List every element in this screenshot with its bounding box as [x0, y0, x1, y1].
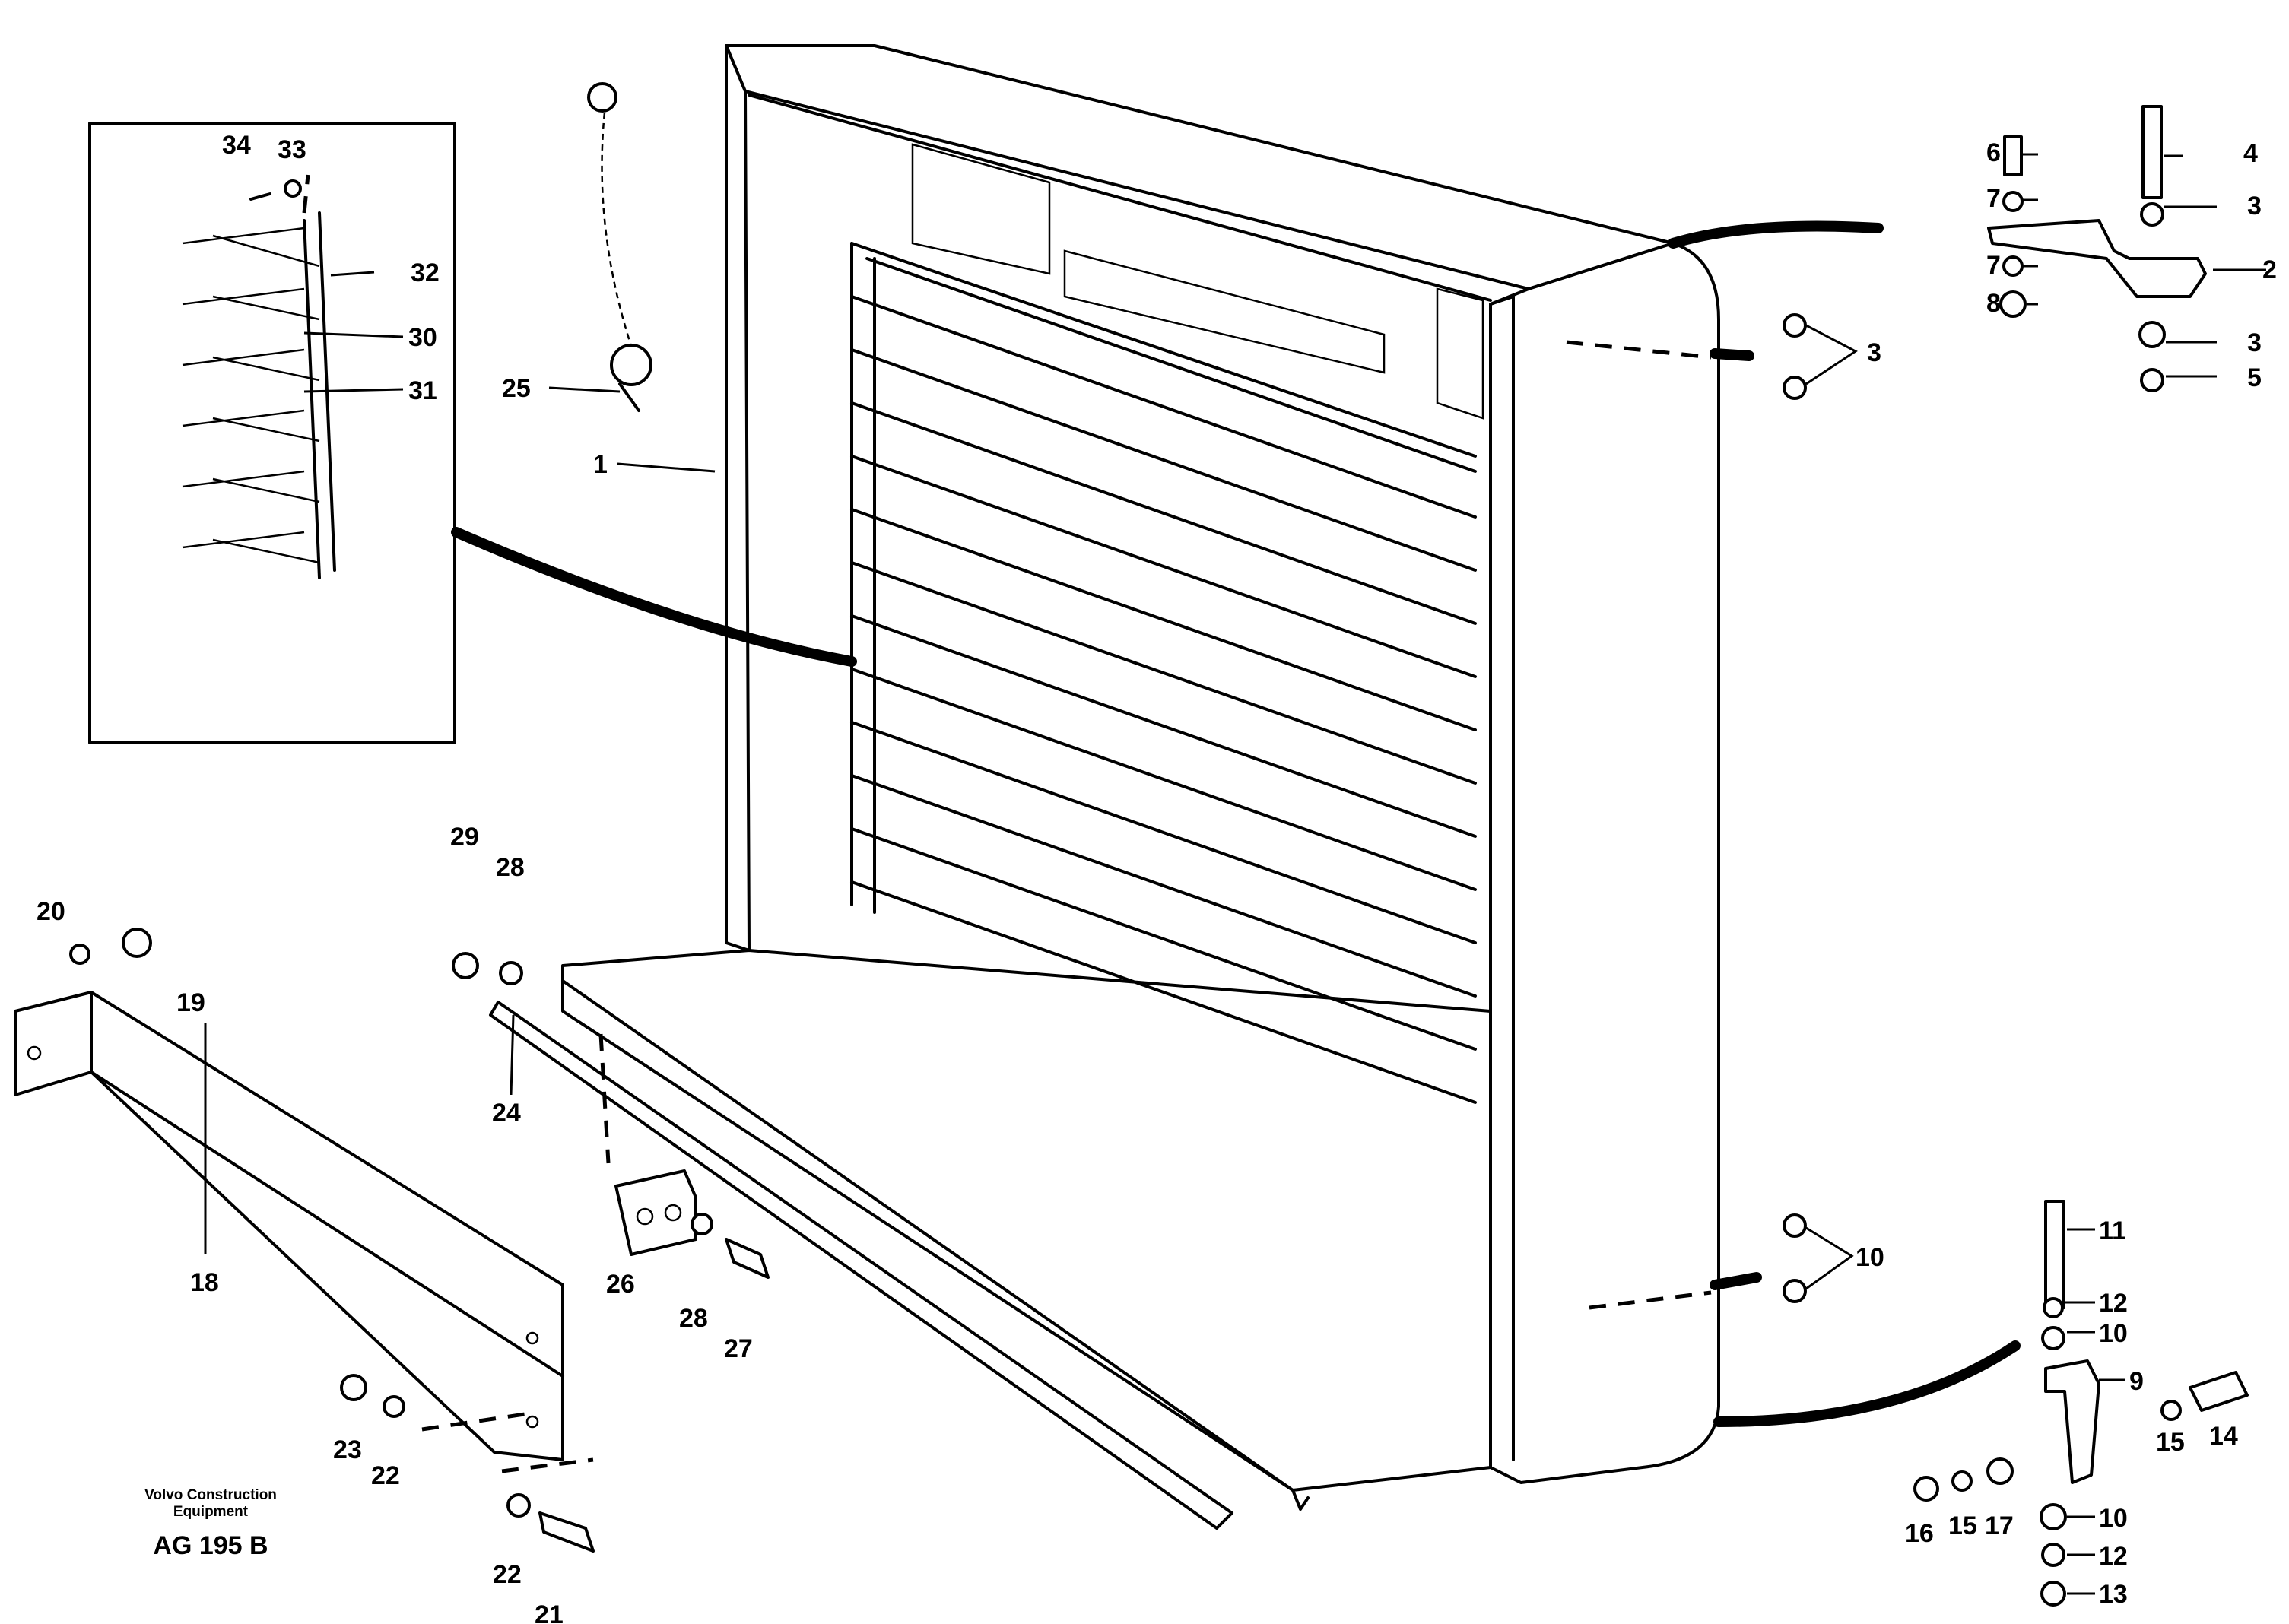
callout-12: 12	[2099, 1542, 2128, 1571]
callout-30: 30	[408, 323, 437, 352]
caption-company-sub: Equipment	[173, 1504, 249, 1520]
callout-18: 18	[190, 1268, 219, 1297]
callout-4: 4	[2243, 139, 2258, 168]
callout-24: 24	[492, 1099, 521, 1128]
callout-28: 28	[496, 853, 525, 882]
callout-9: 9	[2129, 1367, 2144, 1396]
caption: Volvo Construction Equipment AG 195 B	[144, 1487, 277, 1560]
callout-27: 27	[724, 1334, 753, 1363]
pin-and-chain	[587, 82, 652, 412]
callout-32: 32	[411, 259, 440, 287]
callout-8: 8	[1986, 289, 2001, 318]
callout-25: 25	[502, 374, 531, 403]
callout-22: 22	[371, 1461, 400, 1490]
callout-33: 33	[278, 135, 306, 164]
inset-detail	[88, 122, 857, 744]
callout-11: 11	[2099, 1216, 2126, 1245]
callout-3: 3	[2247, 192, 2262, 220]
callout-3: 3	[1867, 338, 1881, 367]
callout-7: 7	[1986, 251, 2001, 280]
callout-12: 12	[2099, 1289, 2128, 1318]
callout-15: 15	[2156, 1428, 2185, 1457]
callout-1: 1	[593, 450, 608, 479]
callout-19: 19	[176, 988, 205, 1017]
callout-6: 6	[1986, 138, 2001, 167]
callout-15: 15	[1948, 1511, 1977, 1540]
callout-13: 13	[2099, 1580, 2128, 1609]
callout-5: 5	[2247, 363, 2262, 392]
block	[598, 1033, 697, 1256]
callout-2: 2	[2262, 255, 2277, 284]
callout-17: 17	[1985, 1511, 2014, 1540]
callout-34: 34	[222, 131, 251, 160]
callout-26: 26	[606, 1270, 635, 1299]
callout-28: 28	[679, 1304, 708, 1333]
grille-housing	[561, 44, 2021, 1511]
callout-31: 31	[408, 376, 437, 405]
callouts: 1 2 3 3 3 4 5 6 7 7 8 9 10 10 10 11 12 1…	[37, 131, 2277, 1624]
callout-14: 14	[2209, 1422, 2238, 1451]
callout-23: 23	[333, 1435, 362, 1464]
callout-7: 7	[1986, 184, 2001, 213]
callout-10: 10	[1856, 1243, 1884, 1272]
callout-21: 21	[535, 1600, 564, 1624]
callout-10: 10	[2099, 1504, 2128, 1533]
callout-29: 29	[450, 823, 479, 852]
rod	[489, 1001, 1233, 1530]
callout-16: 16	[1905, 1519, 1934, 1548]
leader-lines	[204, 153, 2266, 1595]
caption-company: Volvo Construction	[144, 1487, 277, 1503]
louvres	[850, 242, 1477, 1104]
fasteners	[69, 105, 2249, 1607]
callout-10: 10	[2099, 1319, 2128, 1348]
callout-20: 20	[37, 897, 65, 926]
bottom-bracket	[14, 991, 594, 1473]
caption-code: AG 195 B	[153, 1531, 268, 1560]
callout-22: 22	[493, 1560, 522, 1589]
callout-3: 3	[2247, 328, 2262, 357]
